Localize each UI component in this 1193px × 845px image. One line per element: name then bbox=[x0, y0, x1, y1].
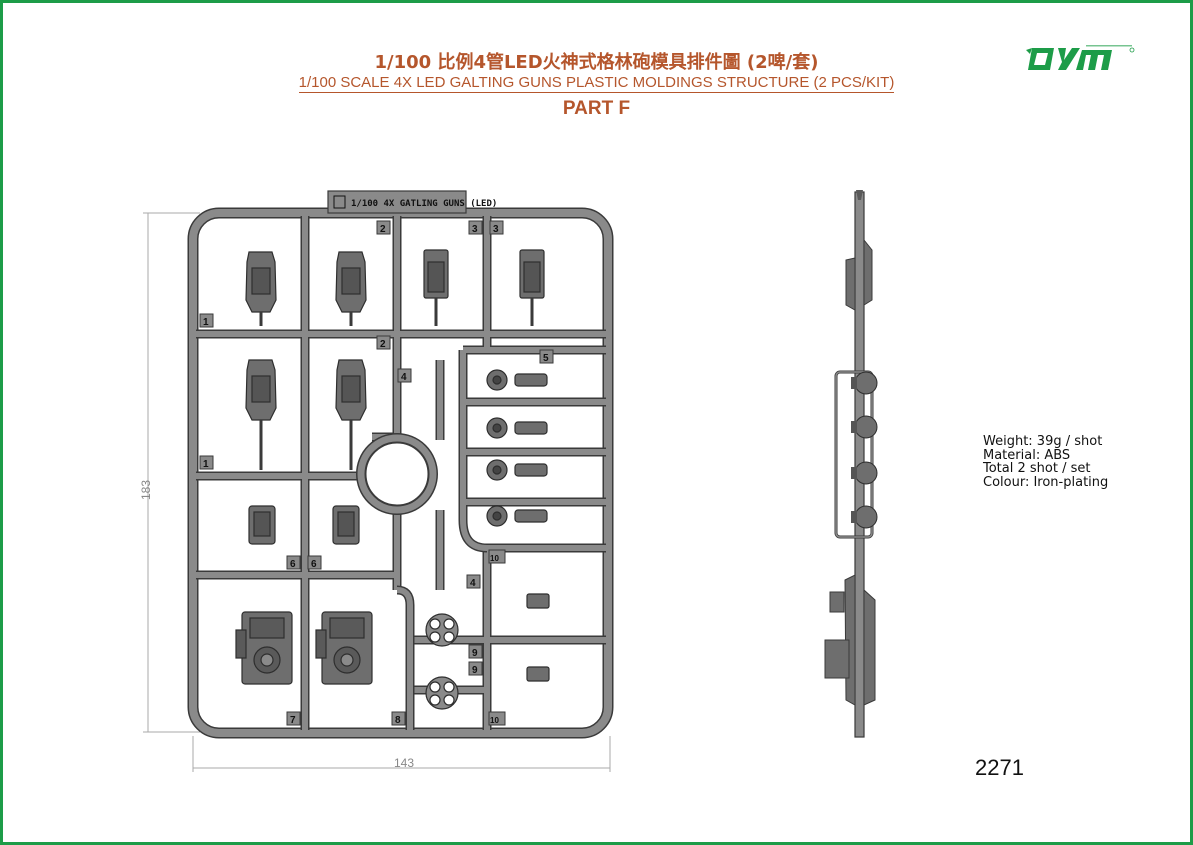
side-profile-view bbox=[824, 190, 878, 738]
part-piece bbox=[245, 359, 277, 470]
title-english: 1/100 SCALE 4X LED GALTING GUNS PLASTIC … bbox=[0, 72, 1193, 93]
part-number-tag: 4 bbox=[401, 372, 407, 383]
part-number-tag: 1 bbox=[203, 317, 209, 328]
spec-total: Total 2 shot / set bbox=[983, 461, 1091, 476]
part-number-tag: 3 bbox=[493, 224, 499, 235]
part-number-tag: 1 bbox=[203, 459, 209, 470]
part-number-tag: 2 bbox=[380, 339, 386, 350]
part-number-tag: 5 bbox=[543, 353, 549, 364]
title-english-text: 1/100 SCALE 4X LED GALTING GUNS PLASTIC … bbox=[298, 74, 895, 93]
parts bbox=[235, 249, 550, 710]
sprue-label-plate: 1/100 4X GATLING GUNS (LED) bbox=[327, 190, 497, 214]
part-barrel-housing bbox=[519, 249, 545, 326]
part-barrel-housing bbox=[423, 249, 449, 326]
part-number-tag: 3 bbox=[472, 224, 478, 235]
part-number-tag: 8 bbox=[395, 715, 401, 726]
part-rotor bbox=[486, 505, 548, 527]
title-chinese: 1/100 比例4管LED火神式格林砲模具排件圖 (2啤/套) bbox=[374, 52, 819, 73]
part-piece bbox=[248, 505, 276, 545]
part-connector bbox=[526, 593, 550, 682]
part-barrel-disc bbox=[425, 613, 459, 647]
spec-colour: Colour: Iron-plating bbox=[983, 474, 1109, 490]
part-number-tag: 9 bbox=[472, 648, 478, 659]
product-code: 2271 bbox=[975, 755, 1024, 780]
part-rotor bbox=[486, 417, 548, 439]
part-barrel-disc bbox=[425, 676, 459, 710]
part-number-tag: 10 bbox=[490, 716, 499, 725]
part-piece bbox=[245, 251, 277, 326]
part-piece bbox=[335, 359, 367, 470]
spec-material: Material: ABS bbox=[983, 447, 1071, 463]
part-gearbox bbox=[315, 611, 373, 685]
part-rotor bbox=[486, 459, 548, 481]
part-number-tag: 6 bbox=[290, 559, 296, 570]
part-number-tag: 7 bbox=[290, 715, 296, 726]
specs-block: Weight: 39g / shot Material: ABS Total 2… bbox=[983, 435, 1108, 489]
part-number-tag: 9 bbox=[472, 665, 478, 676]
part-number-tag: 2 bbox=[380, 224, 386, 235]
part-gearbox bbox=[235, 611, 293, 685]
part-piece bbox=[335, 251, 367, 326]
dimension-lines bbox=[143, 212, 611, 772]
part-number-tags: 1 1 2 2 3 3 4 4 5 6 6 7 8 9 9 10 10 bbox=[199, 220, 554, 726]
runners bbox=[196, 216, 606, 730]
part-piece bbox=[332, 505, 360, 545]
dimension-width: 143 bbox=[394, 756, 414, 770]
part-number-tag: 10 bbox=[490, 554, 499, 563]
sprue-label-text: 1/100 4X GATLING GUNS (LED) bbox=[351, 199, 497, 209]
part-number-tag: 6 bbox=[311, 559, 317, 570]
part-label: PART F bbox=[562, 98, 631, 119]
dimension-height: 183 bbox=[139, 480, 153, 500]
part-number-tag: 4 bbox=[470, 578, 476, 589]
part-rotor bbox=[486, 369, 548, 391]
dyn-logo-icon bbox=[1026, 45, 1135, 70]
spec-weight: Weight: 39g / shot bbox=[983, 434, 1103, 449]
